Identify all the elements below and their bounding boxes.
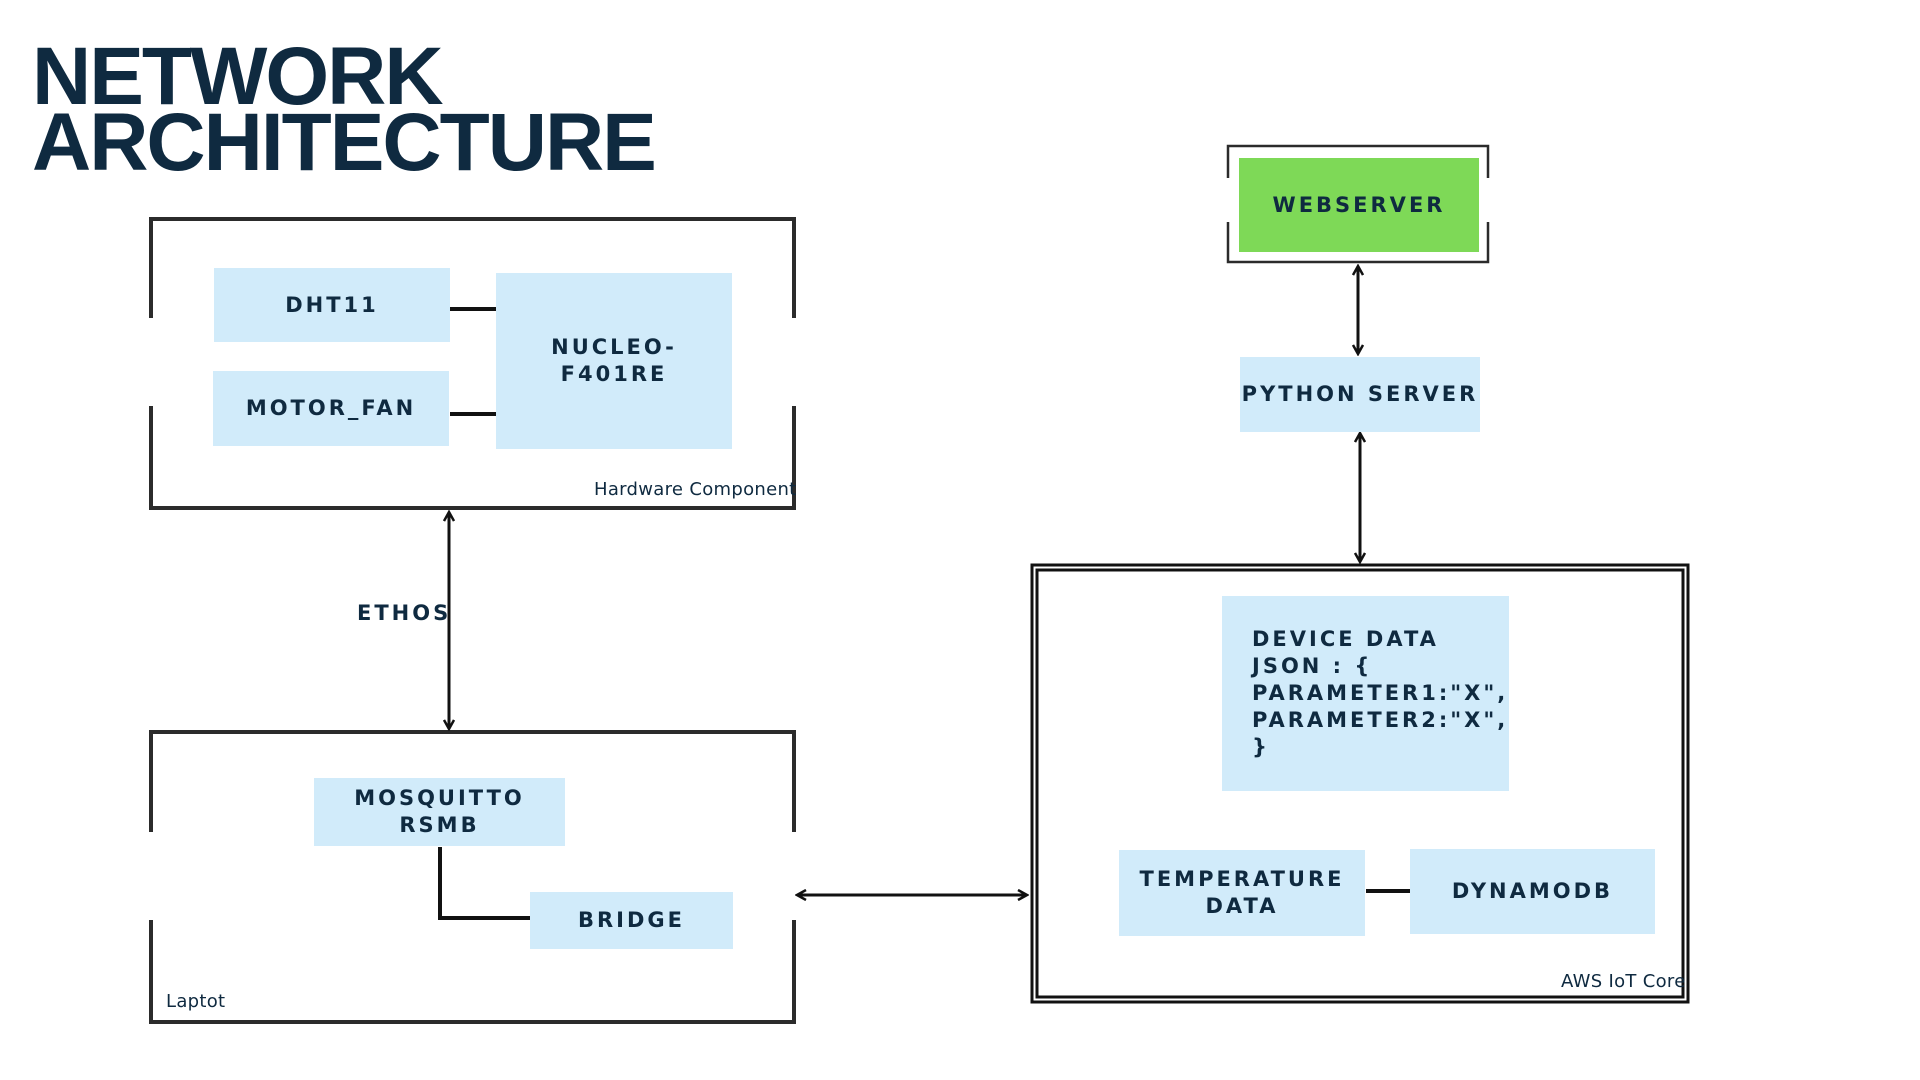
edge-mosquitto-bridge xyxy=(438,847,530,920)
node-bridge: BRIDGE xyxy=(530,892,733,949)
node-nucleo-f401re: NUCLEO- F401RE xyxy=(496,273,732,449)
node-python-server: PYTHON SERVER xyxy=(1240,357,1480,432)
edge-label-ethos: ETHOS xyxy=(357,601,452,625)
title-line-2: ARCHITECTURE xyxy=(32,97,657,188)
aws-group-frame-outer xyxy=(1030,563,1690,1004)
hardware-group-frame xyxy=(149,217,796,510)
aws-group-frame-inner xyxy=(1035,568,1685,999)
laptop-group-frame xyxy=(149,730,796,1024)
node-mosquitto-rsmb: MOSQUITTO RSMB xyxy=(314,778,565,846)
title-line-1: NETWORK xyxy=(32,31,444,122)
group-label-laptop: Laptot xyxy=(166,991,226,1012)
page-title: NETWORK ARCHITECTURE xyxy=(32,31,657,188)
node-device-data: DEVICE DATA JSON : { PARAMETER1:"X", PAR… xyxy=(1222,596,1509,791)
node-motor-fan: MOTOR_FAN xyxy=(213,371,449,446)
node-dynamodb: DYNAMODB xyxy=(1410,849,1655,934)
node-dht11: DHT11 xyxy=(214,268,450,342)
node-temperature-data: TEMPERATURE DATA xyxy=(1119,850,1365,936)
webserver-frame xyxy=(1226,144,1490,264)
group-label-aws: AWS IoT Core xyxy=(1561,971,1686,992)
group-label-hardware: Hardware Component xyxy=(594,479,797,500)
node-webserver: WEBSERVER xyxy=(1239,158,1479,252)
